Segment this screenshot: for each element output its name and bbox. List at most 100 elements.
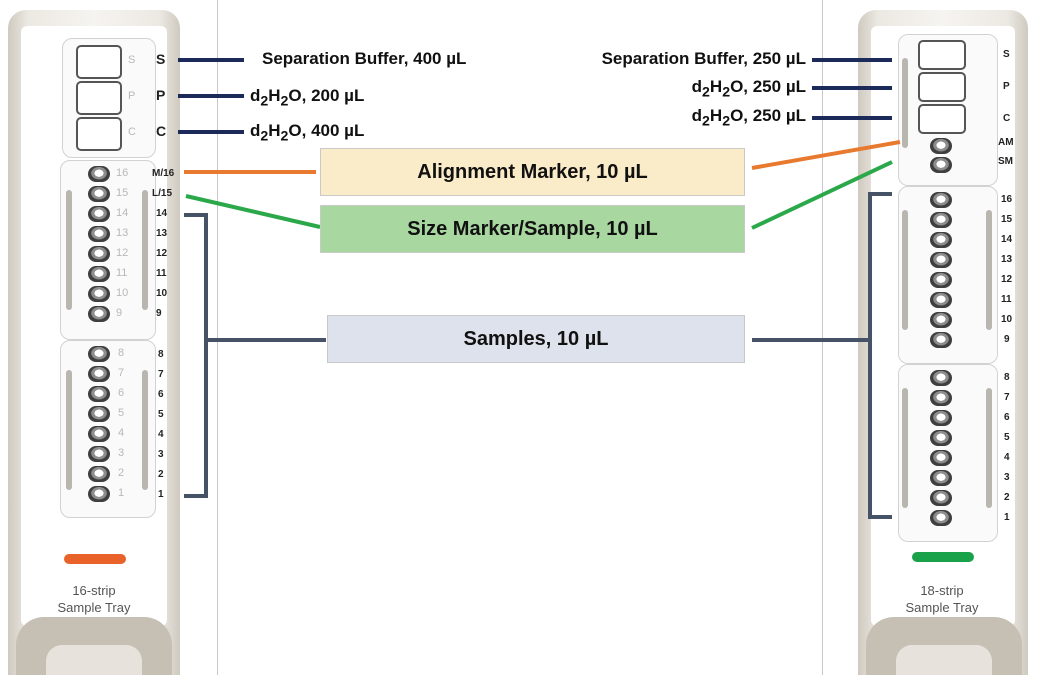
right-well-7 bbox=[930, 390, 952, 406]
right-label-3: 3 bbox=[1004, 472, 1010, 483]
right-water-c-mid: H bbox=[709, 106, 723, 125]
left-label-1: 1 bbox=[158, 489, 164, 500]
left-water-c-sub1: 2 bbox=[260, 128, 269, 145]
left-label-4: 4 bbox=[158, 429, 164, 440]
left-water-c-suffix: O, 400 µL bbox=[288, 121, 365, 140]
left-ghost-6: 6 bbox=[118, 387, 125, 399]
right-well-am bbox=[930, 138, 952, 154]
right-well-5 bbox=[930, 430, 952, 446]
left-water-c-label: d2H2O, 400 µL bbox=[250, 121, 364, 144]
left-samples-bracket bbox=[184, 213, 208, 498]
left-ghost-8: 8 bbox=[118, 347, 125, 359]
left-ghost-15: 15 bbox=[116, 187, 129, 199]
left-well-8 bbox=[88, 346, 110, 362]
left-water-p-prefix: d bbox=[250, 86, 261, 105]
right-label-am: AM bbox=[998, 137, 1014, 148]
right-lower-rail bbox=[902, 388, 908, 508]
left-ghost-c: C bbox=[128, 126, 136, 138]
left-label-6: 6 bbox=[158, 389, 164, 400]
left-ghost-11: 11 bbox=[116, 267, 128, 279]
right-well-s bbox=[918, 40, 966, 70]
right-well-sm bbox=[930, 157, 952, 173]
right-well-6 bbox=[930, 410, 952, 426]
right-label-sm: SM bbox=[998, 156, 1013, 167]
left-lower-rail bbox=[66, 370, 72, 490]
right-sample-tray: S P C AM SM 16 15 14 13 12 11 10 9 8 7 6… bbox=[858, 10, 1028, 675]
left-separation-buffer-label: Separation Buffer, 400 µL bbox=[262, 49, 467, 68]
right-label-13: 13 bbox=[1001, 254, 1013, 265]
left-well-13 bbox=[88, 226, 110, 242]
right-label-16: 16 bbox=[1001, 194, 1013, 205]
right-well-8 bbox=[930, 370, 952, 386]
left-label-l15: L/15 bbox=[152, 188, 173, 199]
left-well-5 bbox=[88, 406, 110, 422]
right-tray-base-inner bbox=[896, 645, 992, 675]
right-water-p-suffix: O, 250 µL bbox=[730, 77, 806, 96]
left-label-9: 9 bbox=[156, 308, 162, 319]
right-label-7: 7 bbox=[1004, 392, 1010, 403]
left-well-c bbox=[76, 117, 122, 151]
right-water-p-mid: H bbox=[709, 77, 723, 96]
left-ghost-3: 3 bbox=[118, 447, 125, 459]
right-water-p-sub2: 2 bbox=[722, 84, 731, 101]
right-divider bbox=[822, 0, 823, 675]
left-water-p-suffix: O, 200 µL bbox=[288, 86, 365, 105]
right-alignment-line bbox=[751, 140, 901, 170]
right-well-15 bbox=[930, 212, 952, 228]
right-upper-rail-right bbox=[986, 210, 992, 330]
left-well-16 bbox=[88, 166, 110, 182]
left-ghost-9: 9 bbox=[116, 307, 123, 319]
left-tray-base bbox=[16, 617, 172, 675]
right-label-5: 5 bbox=[1004, 432, 1010, 443]
right-water-c-suffix: O, 250 µL bbox=[730, 106, 806, 125]
left-tray-caption: 16-strip Sample Tray bbox=[34, 582, 154, 616]
right-water-c-prefix: d bbox=[691, 106, 703, 125]
left-label-7: 7 bbox=[158, 369, 164, 380]
right-tray-base bbox=[866, 617, 1022, 675]
right-strip-color-indicator bbox=[912, 552, 974, 562]
right-well-13 bbox=[930, 252, 952, 268]
left-label-s: S bbox=[156, 51, 166, 67]
size-marker-box: Size Marker/Sample, 10 µL bbox=[320, 205, 745, 253]
left-label-12: 12 bbox=[156, 248, 168, 259]
left-ghost-7: 7 bbox=[118, 367, 125, 379]
right-well-16 bbox=[930, 192, 952, 208]
left-well-14 bbox=[88, 206, 110, 222]
right-well-14 bbox=[930, 232, 952, 248]
left-ghost-10: 10 bbox=[116, 287, 129, 299]
right-lower-rail-right bbox=[986, 388, 992, 508]
right-tray-caption: 18-strip Sample Tray bbox=[882, 582, 1002, 616]
left-well-3 bbox=[88, 446, 110, 462]
left-well-1 bbox=[88, 486, 110, 502]
left-label-11: 11 bbox=[156, 268, 167, 279]
left-divider bbox=[217, 0, 218, 675]
right-well-1 bbox=[930, 510, 952, 526]
left-water-c-prefix: d bbox=[250, 121, 261, 140]
left-well-2 bbox=[88, 466, 110, 482]
right-samples-bracket bbox=[868, 192, 892, 519]
left-tray-caption-line1: 16-strip bbox=[72, 583, 116, 598]
right-label-10: 10 bbox=[1001, 314, 1013, 325]
left-well-s bbox=[76, 45, 122, 79]
right-size-marker-line bbox=[751, 160, 893, 230]
left-upper-rail-right bbox=[142, 190, 148, 310]
left-ghost-16: 16 bbox=[116, 167, 129, 179]
right-well-10 bbox=[930, 312, 952, 328]
right-water-p-prefix: d bbox=[691, 77, 703, 96]
left-label-c: C bbox=[156, 123, 167, 139]
left-water-p-sub2: 2 bbox=[280, 93, 289, 110]
left-tray-base-inner bbox=[46, 645, 142, 675]
right-separation-buffer-label: Separation Buffer, 250 µL bbox=[601, 49, 806, 68]
left-well-6 bbox=[88, 386, 110, 402]
right-water-c-sub1: 2 bbox=[702, 113, 710, 130]
right-label-12: 12 bbox=[1001, 274, 1013, 285]
left-ghost-2: 2 bbox=[118, 467, 125, 479]
right-tray-caption-line1: 18-strip bbox=[920, 583, 964, 598]
left-ghost-13: 13 bbox=[116, 227, 129, 239]
left-water-p-sub1: 2 bbox=[260, 93, 269, 110]
right-well-11 bbox=[930, 292, 952, 308]
right-label-s: S bbox=[1003, 49, 1010, 60]
left-well-12 bbox=[88, 246, 110, 262]
alignment-marker-box: Alignment Marker, 10 µL bbox=[320, 148, 745, 196]
